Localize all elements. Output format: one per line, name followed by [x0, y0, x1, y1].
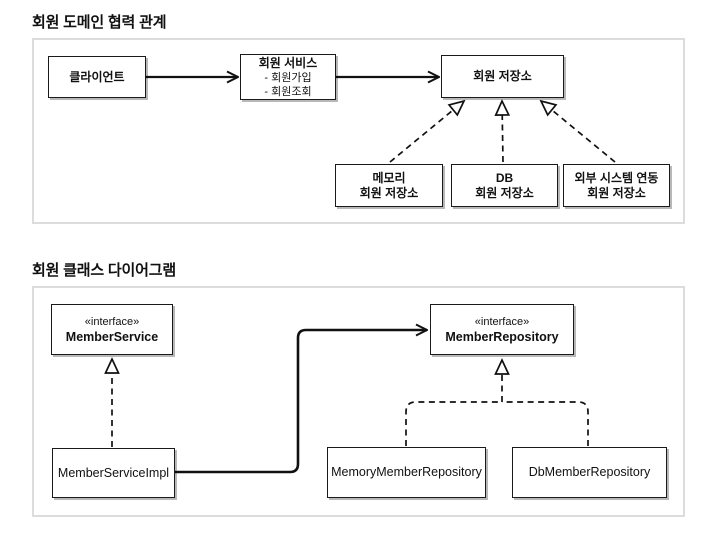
external-repository-line1: 외부 시스템 연동 — [574, 170, 659, 185]
dependency-impl-to-memberrepository — [175, 330, 427, 474]
realization-external-to-repository — [541, 101, 616, 163]
memberrepository-interface-box: «interface» MemberRepository — [430, 304, 574, 355]
member-service-item-find: - 회원조회 — [264, 85, 312, 98]
client-label: 클라이언트 — [69, 69, 125, 84]
external-repository-box: 외부 시스템 연동 회원 저장소 — [563, 164, 670, 207]
external-repository-line2: 회원 저장소 — [587, 185, 646, 200]
realization-memory-to-repository — [389, 101, 464, 163]
realization-branch-memoryrepo — [405, 401, 502, 446]
class-diagram-title: 회원 클래스 다이어그램 — [32, 262, 176, 279]
memory-repository-box: 메모리 회원 저장소 — [335, 164, 443, 207]
memorymemberrepository-name: MemoryMemberRepository — [331, 465, 482, 479]
member-service-box: 회원 서비스 - 회원가입 - 회원조회 — [240, 54, 336, 100]
member-service-item-join: - 회원가입 — [264, 71, 312, 84]
client-box: 클라이언트 — [48, 56, 146, 98]
memberserviceimpl-box: MemberServiceImpl — [52, 448, 175, 498]
member-repository-box: 회원 저장소 — [441, 55, 564, 98]
memberserviceimpl-name: MemberServiceImpl — [57, 465, 170, 480]
dbmemberrepository-box: DbMemberRepository — [512, 447, 667, 498]
memberrepository-name: MemberRepository — [445, 329, 559, 344]
memberservice-interface-box: «interface» MemberService — [51, 304, 173, 355]
memberservice-stereotype: «interface» — [84, 315, 140, 328]
memory-repository-line2: 회원 저장소 — [359, 185, 419, 200]
realization-branch-dbrepo — [502, 401, 589, 446]
db-repository-line1: DB — [495, 170, 514, 185]
db-repository-box: DB 회원 저장소 — [451, 164, 558, 207]
dbmemberrepository-name: DbMemberRepository — [528, 465, 651, 479]
realization-db-to-repository — [502, 101, 503, 163]
collaboration-diagram-title: 회원 도메인 협력 관계 — [32, 14, 167, 31]
member-repository-label: 회원 저장소 — [473, 69, 532, 83]
memorymemberrepository-box: MemoryMemberRepository — [327, 447, 486, 498]
db-repository-line2: 회원 저장소 — [475, 185, 534, 200]
memory-repository-line1: 메모리 — [372, 170, 406, 185]
memberservice-name: MemberService — [65, 329, 159, 344]
member-service-title: 회원 서비스 — [258, 55, 318, 70]
memberrepository-stereotype: «interface» — [474, 315, 530, 328]
